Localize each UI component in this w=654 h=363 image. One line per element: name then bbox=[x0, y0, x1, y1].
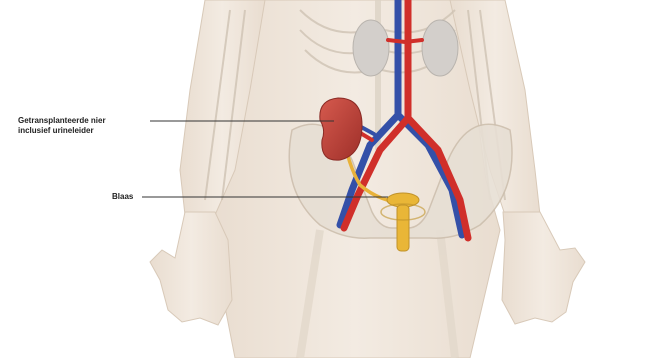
transplanted-kidney-label-line1: Getransplanteerde nier bbox=[18, 116, 106, 126]
transplanted-kidney bbox=[320, 98, 362, 160]
transplanted-kidney-label: Getransplanteerde nier inclusief urinele… bbox=[18, 116, 106, 136]
bladder-label: Blaas bbox=[112, 192, 133, 202]
native-kidney-right bbox=[422, 20, 458, 76]
native-kidney-left bbox=[353, 20, 389, 76]
transplanted-kidney-label-line2: inclusief urineleider bbox=[18, 126, 106, 136]
